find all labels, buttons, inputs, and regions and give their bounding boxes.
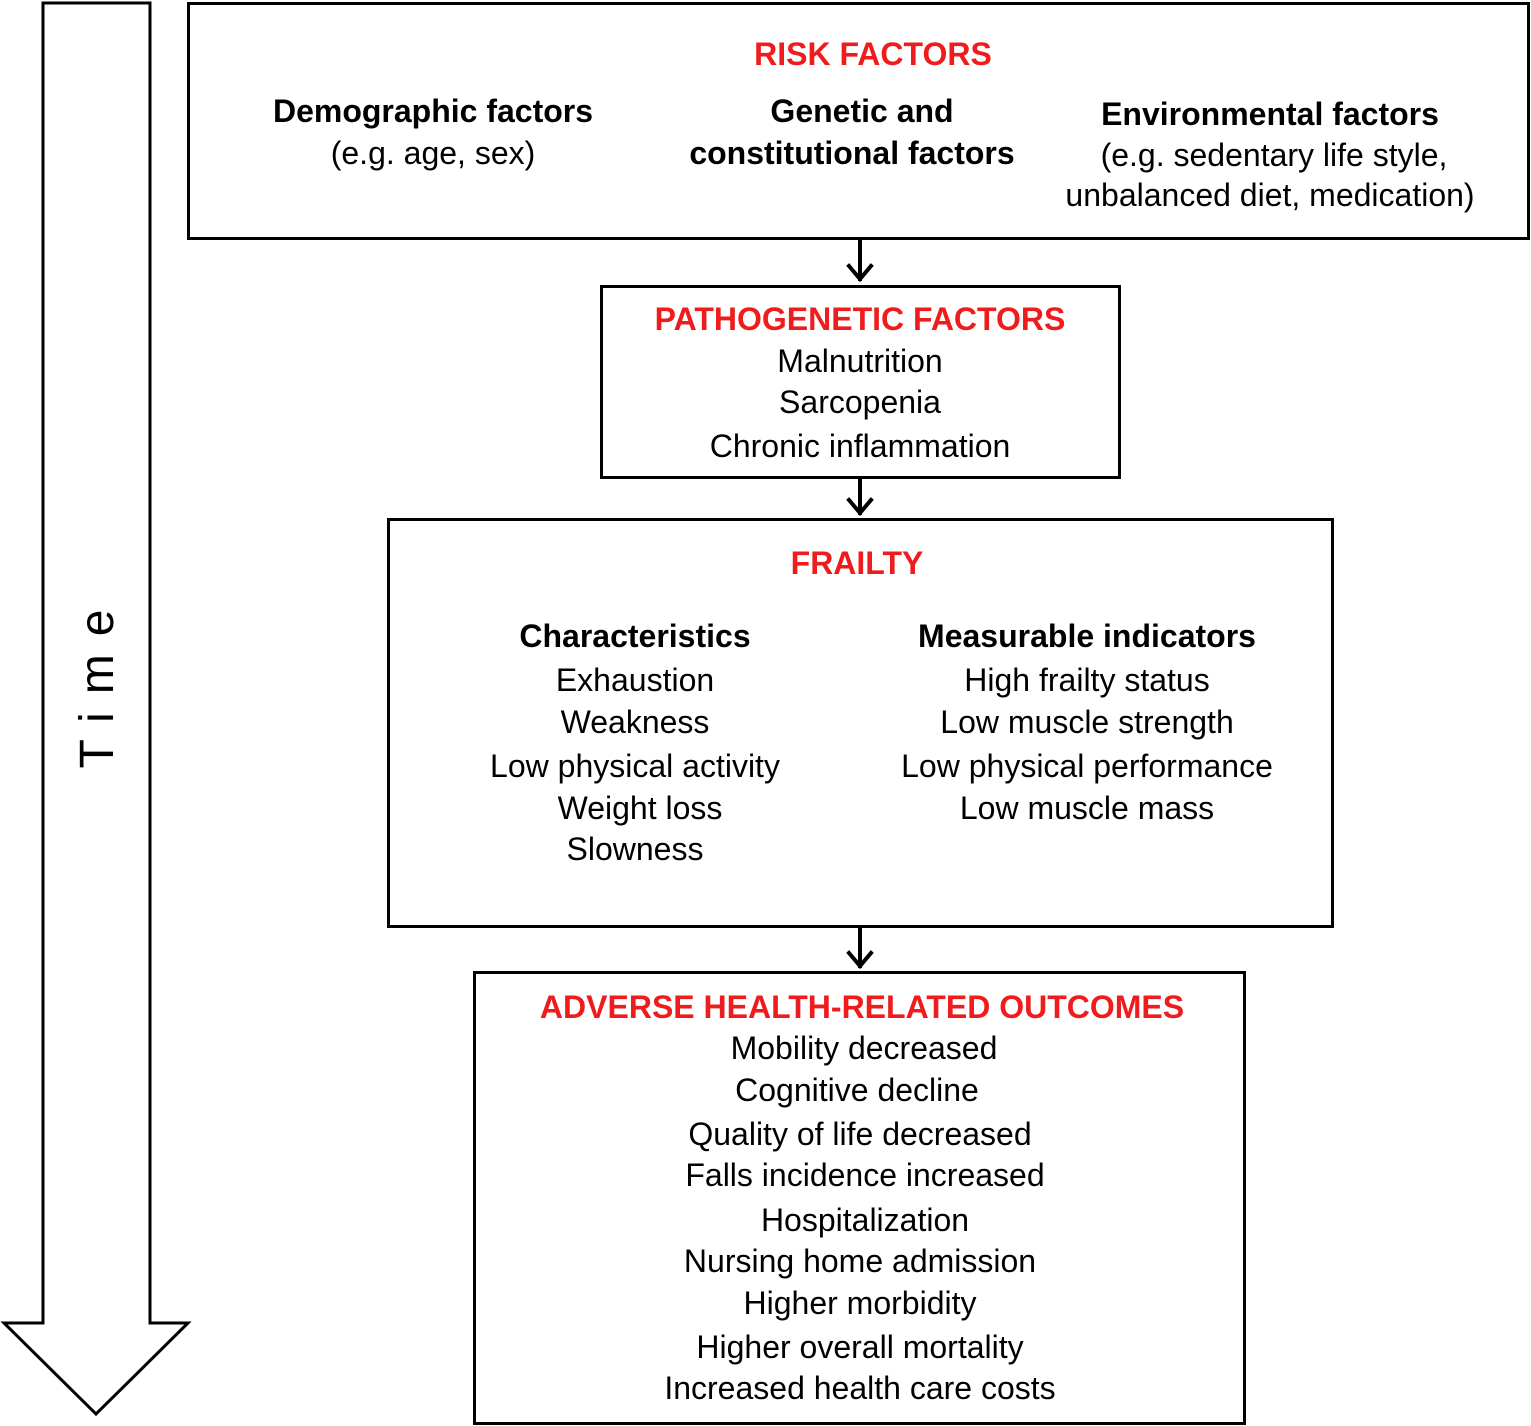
frailty-box (387, 518, 1334, 928)
outcome-item: Cognitive decline (735, 1072, 979, 1108)
environmental-example-line1: (e.g. sedentary life style, (1100, 137, 1448, 173)
characteristics-heading: Characteristics (519, 618, 751, 654)
characteristic-item: Exhaustion (555, 662, 715, 698)
outcome-item: Nursing home admission (683, 1243, 1037, 1279)
demographic-heading: Demographic factors (272, 93, 594, 129)
characteristic-item: Slowness (566, 831, 704, 867)
indicator-item: Low muscle strength (940, 704, 1234, 740)
outcome-item: Higher overall mortality (696, 1329, 1024, 1365)
outcome-item: Quality of life decreased (688, 1116, 1032, 1152)
risk-factors-title: RISK FACTORS (754, 36, 992, 72)
indicator-item: Low muscle mass (959, 790, 1215, 826)
outcome-item: Falls incidence increased (685, 1157, 1045, 1193)
pathogenetic-item: Sarcopenia (779, 384, 941, 420)
characteristic-item: Low physical activity (490, 748, 780, 784)
adverse-outcomes-box (473, 971, 1246, 1425)
environmental-example-line2: unbalanced diet, medication) (1065, 177, 1475, 213)
indicator-item: Low physical performance (901, 748, 1273, 784)
arrow-pathogenetic-to-frailty (846, 477, 874, 517)
frailty-title: FRAILTY (790, 545, 924, 581)
genetic-heading-line1: Genetic and (770, 93, 954, 129)
indicator-item: High frailty status (964, 662, 1210, 698)
adverse-outcomes-title: ADVERSE HEALTH-RELATED OUTCOMES (539, 989, 1185, 1025)
pathogenetic-item: Malnutrition (777, 343, 943, 379)
outcome-item: Hospitalization (760, 1202, 970, 1238)
genetic-heading-line2: constitutional factors (689, 135, 1015, 171)
demographic-example: (e.g. age, sex) (330, 135, 536, 171)
pathogenetic-factors-title: PATHOGENETIC FACTORS (654, 301, 1066, 337)
characteristic-item: Weight loss (557, 790, 723, 826)
arrow-frailty-to-outcomes (846, 926, 874, 970)
risk-factors-box (187, 2, 1530, 240)
outcome-item: Increased health care costs (664, 1370, 1056, 1406)
pathogenetic-item: Chronic inflammation (709, 428, 1011, 464)
characteristic-item: Weakness (560, 704, 710, 740)
outcome-item: Higher morbidity (743, 1285, 977, 1321)
arrow-risk-to-pathogenetic (846, 238, 874, 283)
environmental-heading: Environmental factors (1101, 96, 1439, 132)
indicators-heading: Measurable indicators (918, 618, 1256, 654)
outcome-item: Mobility decreased (730, 1030, 998, 1066)
